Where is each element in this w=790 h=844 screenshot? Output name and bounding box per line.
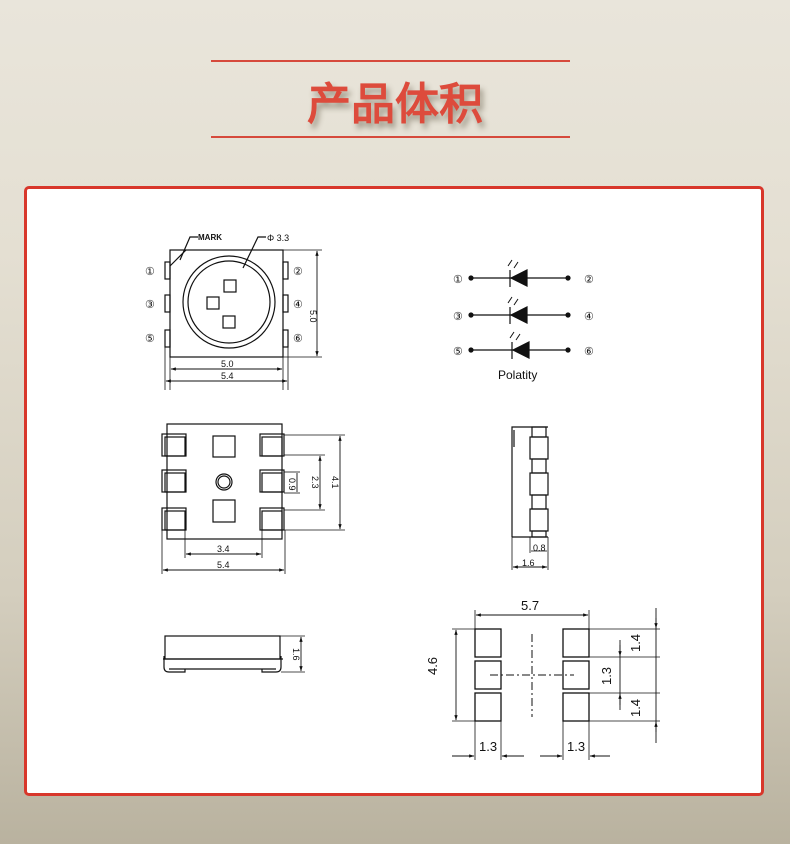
side-view bbox=[511, 426, 549, 570]
footprint-pad-width-right-label: 1.3 bbox=[567, 739, 585, 754]
polarity-caption: Polatity bbox=[498, 368, 537, 382]
pin-6-label: ⑥ bbox=[293, 333, 303, 345]
polarity-pin-2: ② bbox=[584, 274, 594, 286]
footprint-span-label: 5.7 bbox=[521, 598, 539, 613]
footprint-pitch-bottom-label: 1.4 bbox=[628, 699, 643, 717]
lens-inner bbox=[187, 260, 271, 344]
pin-3-label: ③ bbox=[145, 299, 155, 311]
lens-diameter-label: Φ 3.3 bbox=[267, 233, 289, 243]
top-view bbox=[164, 236, 322, 390]
mark-label: MARK bbox=[198, 233, 222, 242]
page-title: 产品体积 bbox=[307, 79, 483, 130]
bottom-view bbox=[161, 423, 345, 574]
total-width-dim-label: 5.4 bbox=[221, 371, 234, 381]
dimension-panel bbox=[24, 186, 764, 796]
pin-5-label: ⑤ bbox=[145, 333, 155, 345]
diode-row-2 bbox=[468, 296, 571, 324]
side-view-labels: 0.8 1.6 bbox=[522, 543, 546, 568]
polarity-pin-6: ⑥ bbox=[584, 346, 594, 358]
side-pad-dim-label: 0.8 bbox=[533, 543, 546, 553]
polarity-pin-5: ⑤ bbox=[453, 346, 463, 358]
footprint-pad-label: 1.3 bbox=[599, 667, 614, 685]
title-rule-top bbox=[211, 60, 570, 62]
footprint-height-label: 4.6 bbox=[425, 657, 440, 675]
height-dim-label: 5.0 bbox=[308, 310, 318, 323]
pin-1-label: ① bbox=[145, 266, 155, 278]
polarity-labels: ① ② ③ ④ ⑤ ⑥ Polatity bbox=[453, 274, 594, 382]
pad-height-dim-label: 0.9 bbox=[287, 478, 297, 491]
diode-row-3 bbox=[468, 331, 571, 359]
bottom-total-width-dim-label: 5.4 bbox=[217, 560, 230, 570]
package-body bbox=[169, 249, 284, 358]
footprint-labels: 5.7 4.6 1.4 1.3 1.4 1.3 1.3 bbox=[425, 598, 643, 754]
pin-2-label: ② bbox=[293, 266, 303, 278]
footprint-pitch-top-label: 1.4 bbox=[628, 634, 643, 652]
front-height-dim-label: 1.6 bbox=[291, 648, 301, 661]
body-width-dim-label: 5.0 bbox=[221, 359, 234, 369]
side-thickness-dim-label: 1.6 bbox=[522, 558, 535, 568]
front-view bbox=[163, 635, 305, 673]
footprint-pad-width-left-label: 1.3 bbox=[479, 739, 497, 754]
title-rule-bottom bbox=[211, 136, 570, 138]
polarity-pin-3: ③ bbox=[453, 311, 463, 323]
polarity-diagram bbox=[468, 259, 571, 359]
pin-4-label: ④ bbox=[293, 299, 303, 311]
lens-outer bbox=[182, 255, 276, 349]
diode-row-1 bbox=[468, 259, 571, 287]
total-height-dim-label: 4.1 bbox=[330, 476, 340, 489]
bottom-view-labels: 0.9 2.3 4.1 3.4 5.4 bbox=[217, 476, 340, 570]
pitch-dim-label: 2.3 bbox=[310, 476, 320, 489]
inner-width-dim-label: 3.4 bbox=[217, 544, 230, 554]
top-view-labels: MARK Φ 3.3 ① ③ ⑤ ② ④ ⑥ 5.0 5.0 5.4 bbox=[145, 233, 318, 381]
polarity-pin-1: ① bbox=[453, 274, 463, 286]
pcb-footprint bbox=[452, 608, 660, 760]
polarity-pin-4: ④ bbox=[584, 311, 594, 323]
